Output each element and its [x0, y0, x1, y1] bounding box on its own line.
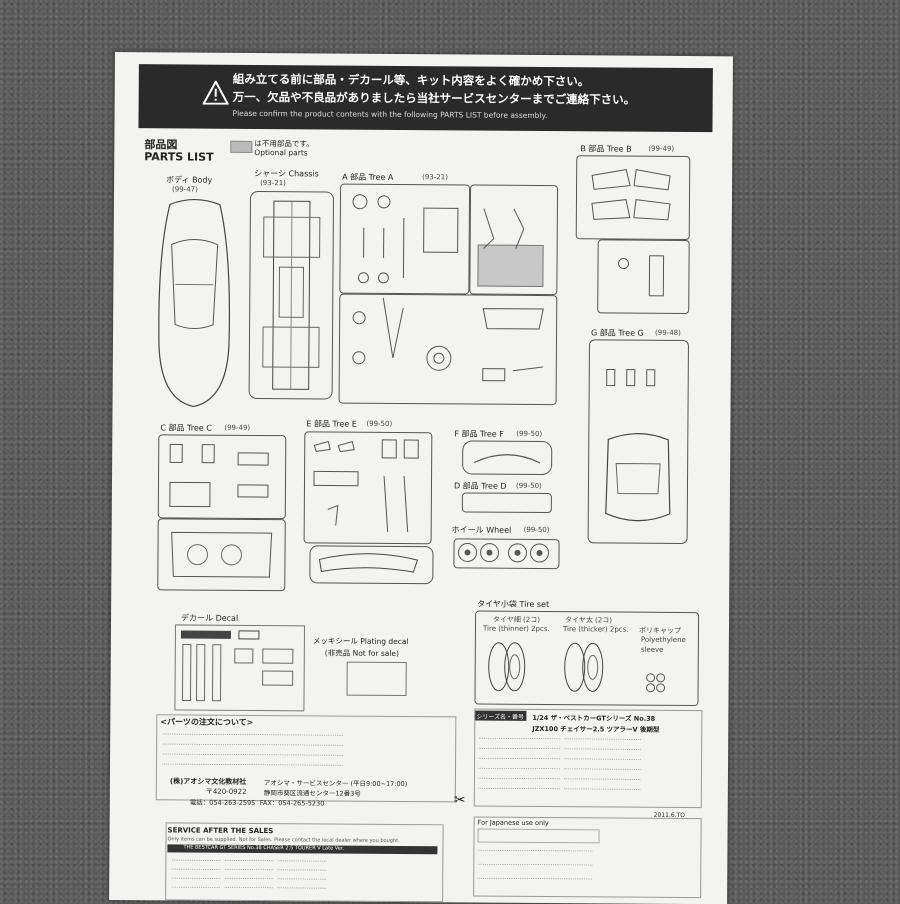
japanese-use-label: For Japanese use only — [478, 819, 549, 827]
order-tel: 電話：054-263-2595 — [190, 797, 256, 807]
wheel-label: ホイール Wheel — [452, 524, 512, 535]
instruction-sheet: 組み立てる前に部品・デカール等、キット内容をよく確かめ下さい。 万一、欠品や不良… — [109, 52, 733, 904]
plating-label: メッキシール Plating decal — [313, 635, 409, 647]
tree-b-label: B 部品 Tree B — [580, 143, 631, 154]
chassis-code: (93-21) — [260, 179, 286, 187]
parts-list-title-en: PARTS LIST — [144, 150, 213, 163]
wheel-parts — [455, 540, 555, 565]
tree-d-code: (99-50) — [516, 482, 542, 490]
tire-thick-jp: タイヤ太 (2コ) — [565, 615, 612, 625]
decal-label: デカール Decal — [181, 612, 238, 623]
tree-f-code: (99-50) — [516, 430, 542, 438]
chassis-label: シャーシ Chassis — [254, 168, 319, 179]
tree-f-part — [468, 444, 546, 471]
tree-c-label: C 部品 Tree C — [160, 422, 212, 433]
tree-a-parts — [343, 188, 554, 399]
tree-e-code: (99-50) — [366, 420, 392, 428]
tree-a-label: A 部品 Tree A — [342, 172, 393, 183]
optional-parts-en: Optional parts — [254, 148, 307, 157]
decal-marks — [178, 628, 301, 707]
tree-e-label: E 部品 Tree E — [306, 418, 356, 429]
banner-line-1: 組み立てる前に部品・デカール等、キット内容をよく確かめ下さい。 — [233, 71, 590, 89]
tree-f-label: F 部品 Tree F — [454, 428, 504, 439]
tire-drawings — [482, 637, 682, 700]
tire-thin-en: Tire (thinner) 2pcs. — [483, 625, 550, 633]
tire-thick-en: Tire (thicker) 2pcs. — [563, 625, 629, 633]
tree-a-code: (93-21) — [422, 173, 448, 181]
tree-g-parts — [592, 343, 685, 540]
tree-c-parts — [161, 438, 282, 587]
tree-d-label: D 部品 Tree D — [454, 480, 507, 491]
order-fax: FAX：054-265-5230 — [260, 797, 325, 807]
japanese-use-field-1[interactable] — [477, 829, 599, 844]
scissors-icon: ✂ — [454, 792, 466, 808]
order-address: 静岡市葵区流通センター12番3号 — [264, 787, 361, 798]
optional-parts-swatch — [230, 141, 252, 153]
order-zip: 〒420-0922 — [206, 787, 247, 797]
plating-note: (非売品 Not for sale) — [325, 647, 399, 659]
body-drawing — [150, 194, 238, 415]
tree-b-code: (99-49) — [648, 145, 674, 153]
poly-cap-jp: ポリキャップ — [639, 626, 681, 636]
wheel-code: (99-50) — [524, 526, 550, 534]
tire-set-label: タイヤ小袋 Tire set — [477, 599, 549, 611]
body-code: (99-47) — [172, 185, 198, 193]
tree-d-frame — [462, 492, 552, 513]
tree-e-parts — [307, 435, 430, 580]
body-label: ボディ Body — [166, 174, 212, 185]
tree-b-parts — [579, 159, 686, 310]
tree-c-code: (99-49) — [224, 424, 250, 432]
plating-sheet — [347, 662, 407, 696]
tree-g-label: G 部品 Tree G — [591, 327, 644, 338]
banner-line-2: 万一、欠品や不良品がありましたら当社サービスセンターまでご連絡下さい。 — [233, 89, 636, 108]
tire-thin-jp: タイヤ細 (2コ) — [493, 615, 540, 625]
chassis-drawing — [255, 197, 328, 393]
warning-icon — [203, 81, 229, 105]
order-company: (株)アオシマ文化教材社 — [170, 776, 246, 787]
tree-g-code: (99-48) — [655, 329, 681, 337]
